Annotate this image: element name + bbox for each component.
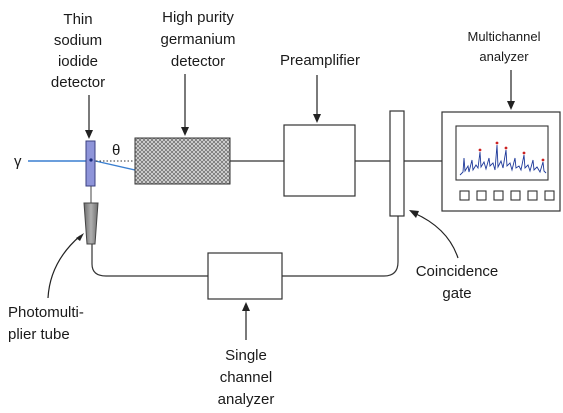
- high-purity-germanium-detector: [134, 137, 231, 185]
- sca-label-line: channel: [220, 369, 273, 386]
- peak-marker: [522, 151, 526, 155]
- thin-detector-label-line: Thin: [63, 11, 92, 28]
- hpge-detector-label-line: germanium: [160, 31, 235, 48]
- thin-detector-label: Thin sodium iodide detector: [51, 11, 105, 91]
- hpge-detector-label-line: High purity: [162, 9, 234, 26]
- thin-detector-label-line: iodide: [58, 53, 98, 70]
- mca-label-line: analyzer: [479, 49, 529, 64]
- spectrum-display-icon: [455, 125, 549, 181]
- pmt-label-line: Photomulti-: [8, 304, 84, 321]
- wire-sca-to-gate: [282, 216, 399, 277]
- hpge-detector-label: High purity germanium detector: [160, 9, 235, 70]
- coincidence-gate-label: Coincidence gate: [416, 263, 499, 302]
- peak-marker: [495, 141, 499, 145]
- interaction-point-dot: [89, 158, 93, 162]
- button-row-icon: [459, 190, 555, 201]
- preamplifier-label: Preamplifier: [280, 52, 360, 69]
- preamplifier-box: [283, 124, 356, 197]
- sca-label: Single channel analyzer: [218, 347, 275, 408]
- gamma-label: γ: [14, 153, 22, 170]
- thin-detector-label-line: sodium: [54, 32, 102, 49]
- pointer-arrow: [47, 233, 84, 299]
- mca-label: Multichannel analyzer: [468, 29, 541, 64]
- peak-marker: [541, 158, 545, 162]
- peak-marker: [504, 146, 508, 150]
- photomultiplier-tube: [83, 202, 99, 245]
- sca-label-line: analyzer: [218, 391, 275, 408]
- hpge-detector-label-line: detector: [171, 53, 225, 70]
- peak-marker: [478, 148, 482, 152]
- mca-button: [544, 190, 555, 201]
- pointer-arrow: [181, 74, 189, 136]
- multichannel-analyzer: [441, 111, 561, 212]
- mca-button: [527, 190, 538, 201]
- single-channel-analyzer-box: [207, 252, 283, 300]
- pointer-arrow: [313, 75, 321, 123]
- pointer-arrow: [507, 70, 515, 110]
- coincidence-gate-label-line: Coincidence: [416, 263, 499, 280]
- mca-button: [476, 190, 487, 201]
- mca-button: [459, 190, 470, 201]
- theta-label: θ: [112, 142, 120, 159]
- pointer-arrow: [85, 95, 93, 139]
- coincidence-gate-box: [389, 110, 405, 217]
- pointer-arrow: [409, 210, 459, 259]
- mca-button: [493, 190, 504, 201]
- sca-label-line: Single: [225, 347, 267, 364]
- thin-sodium-iodide-detector: [85, 140, 96, 187]
- peak-markers: [478, 141, 545, 162]
- pmt-label: Photomulti- plier tube: [8, 304, 84, 343]
- mca-button: [510, 190, 521, 201]
- coincidence-gate-label-line: gate: [442, 285, 471, 302]
- thin-detector-label-line: detector: [51, 74, 105, 91]
- wire-pmt-to-sca: [91, 244, 208, 277]
- spectrum-trace: [459, 144, 547, 176]
- mca-label-line: Multichannel: [468, 29, 541, 44]
- pmt-label-line: plier tube: [8, 326, 70, 343]
- pointer-arrow: [242, 302, 250, 340]
